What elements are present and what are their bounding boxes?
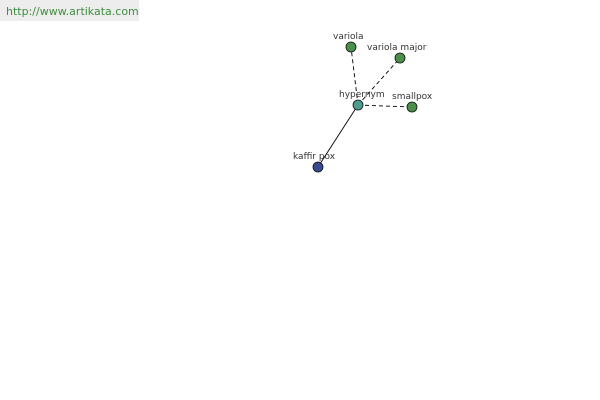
node-smallpox-label: smallpox: [392, 92, 433, 102]
node-variola-major-dot[interactable]: [394, 52, 406, 64]
node-smallpox-dot[interactable]: [406, 101, 418, 113]
node-hypernym-label: hypernym: [339, 90, 385, 100]
site-url-link[interactable]: http://www.artikata.com: [0, 0, 139, 21]
node-variola-label: variola: [333, 32, 364, 42]
node-variola-dot[interactable]: [345, 41, 357, 53]
edge-hypernym-variola-major: [357, 57, 401, 106]
node-smallpox[interactable]: smallpox: [392, 92, 433, 113]
node-kaffir-pox-label: kaffir pox: [293, 152, 336, 162]
node-hypernym[interactable]: hypernym: [339, 90, 385, 111]
edge-hypernym-smallpox: [357, 104, 413, 108]
node-variola[interactable]: variola: [333, 32, 364, 53]
edge-hypernym-kaffir-pox: [317, 104, 359, 168]
node-kaffir-pox[interactable]: kaffir pox: [293, 152, 336, 173]
edges-layer: [317, 46, 413, 168]
node-hypernym-dot[interactable]: [352, 99, 364, 111]
edge-hypernym-variola: [350, 46, 359, 106]
node-variola-major[interactable]: variola major: [367, 43, 427, 64]
node-variola-major-label: variola major: [367, 43, 427, 53]
node-kaffir-pox-dot[interactable]: [312, 161, 324, 173]
